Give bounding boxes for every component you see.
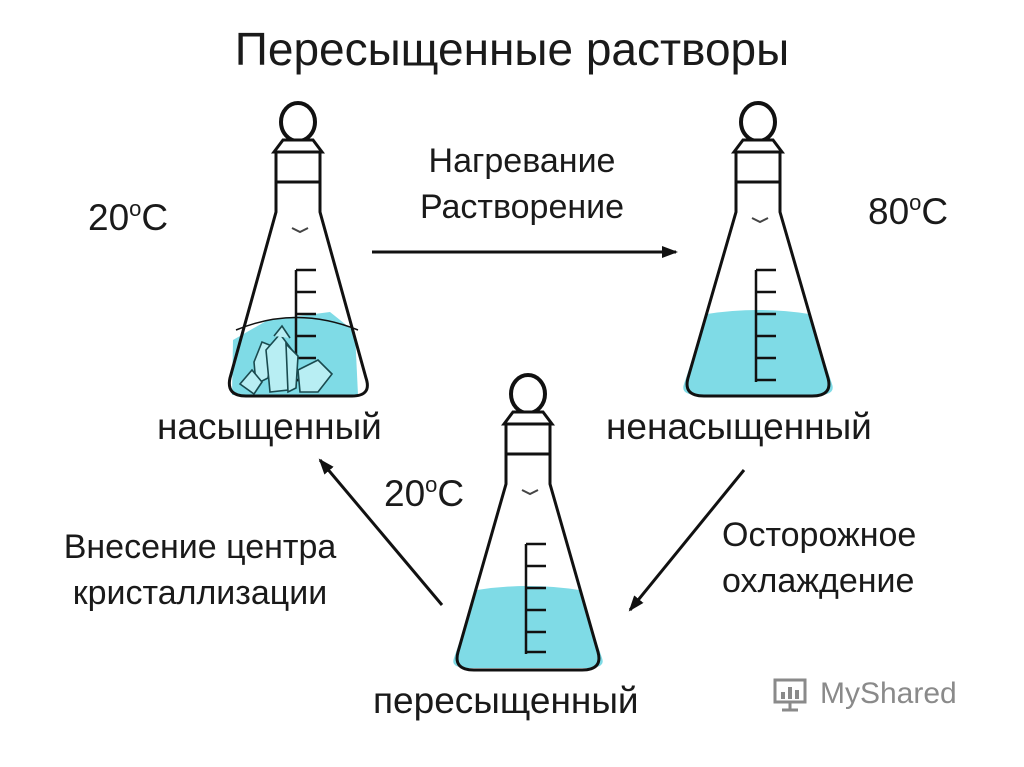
transition-seeding-line2: кристаллизации	[72, 574, 328, 612]
flask-body	[455, 454, 601, 672]
label-supersaturated: пересыщенный	[373, 680, 639, 721]
arrow-seeding	[318, 458, 444, 606]
flask-body	[227, 182, 369, 398]
label-saturated: насыщенный	[157, 406, 382, 447]
flask-scale	[524, 542, 546, 654]
flask-unsaturated	[683, 101, 833, 398]
watermark-logo: MyShared	[772, 674, 957, 714]
flask-solution	[453, 586, 603, 668]
crystals	[238, 324, 334, 396]
arrow-cooling	[628, 469, 746, 612]
flask-stopper	[731, 138, 785, 154]
flask-stopper-ring	[279, 101, 317, 143]
label-unsaturated: ненасыщенный	[606, 406, 872, 447]
flask-saturated	[227, 101, 369, 398]
transition-seeding-text: Внесение центра кристаллизации	[22, 524, 378, 616]
flask-supersaturated	[453, 373, 603, 672]
transition-cooling-text: Осторожное охлаждение	[722, 512, 916, 604]
flask-stopper	[271, 138, 325, 154]
flask-solution	[683, 310, 833, 395]
flask-stopper	[501, 410, 555, 426]
transition-heating-line1: Нагревание	[428, 142, 616, 180]
presentation-icon	[773, 678, 807, 712]
transition-seeding-line1: Внесение центра	[63, 528, 337, 566]
transition-cooling-line1: Осторожное	[722, 516, 917, 554]
transition-cooling-line2: охлаждение	[722, 562, 915, 600]
flask-neck-top	[504, 422, 552, 456]
flask-stopper-ring	[509, 373, 547, 415]
page-title: Пересыщенные растворы	[234, 23, 790, 75]
temp-bottom: 20oC	[384, 472, 465, 514]
temp-right: 80oC	[868, 190, 949, 232]
flask-neck-top	[734, 150, 782, 184]
transition-heating-line2: Растворение	[419, 188, 625, 226]
transition-heating-text: Нагревание Растворение	[380, 138, 664, 230]
watermark-text: MyShared	[820, 677, 957, 710]
flask-neck-top	[274, 150, 322, 184]
temp-left: 20oC	[88, 196, 169, 238]
flask-stopper-ring	[739, 101, 777, 143]
flask-scale	[754, 268, 776, 382]
flask-body	[685, 182, 831, 398]
